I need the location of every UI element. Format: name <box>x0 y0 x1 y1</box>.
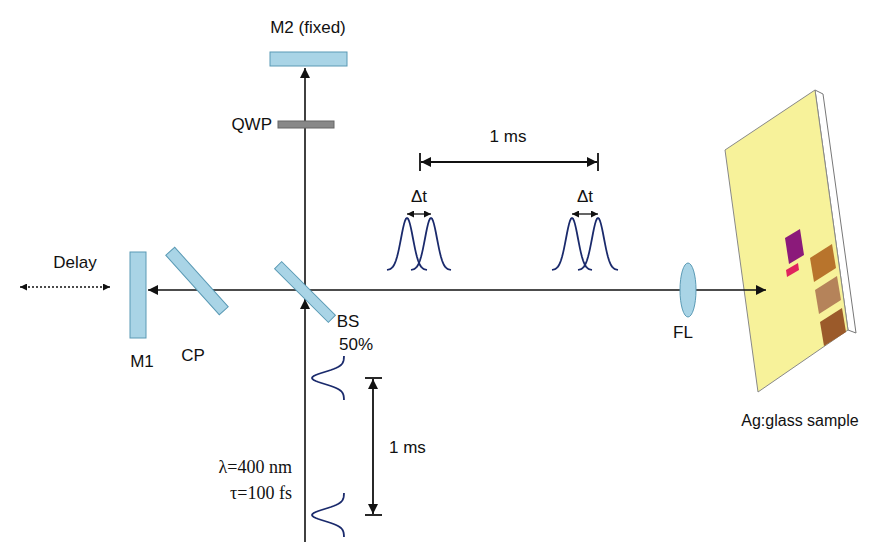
pulse <box>387 218 427 270</box>
part-label: BS <box>337 313 360 332</box>
period-bracket <box>365 378 382 515</box>
beam-splitter <box>275 262 336 323</box>
delay-interval <box>407 213 598 214</box>
focusing-lens <box>680 263 696 317</box>
sample <box>725 90 856 392</box>
part-label: τ=100 fs <box>230 484 292 504</box>
part-label: Δt <box>411 188 427 207</box>
part-label: λ=400 nm <box>219 458 292 478</box>
part-label: CP <box>181 347 205 366</box>
mirror-m1 <box>130 252 146 338</box>
pulse <box>312 356 344 400</box>
part-label: FL <box>673 324 693 343</box>
pulse <box>312 493 344 537</box>
mirror-m2 <box>270 52 347 66</box>
compensator-plate <box>166 247 228 314</box>
pulse-train <box>312 218 618 537</box>
delay-arrow <box>20 286 110 287</box>
part-label: Delay <box>53 254 96 273</box>
part-label: 1 ms <box>389 439 426 458</box>
part-label: 1 ms <box>490 128 527 147</box>
part-label: M2 (fixed) <box>270 19 346 38</box>
part-label: Ag:glass sample <box>741 412 858 430</box>
part-label: 50% <box>339 336 373 355</box>
quarter-wave-plate <box>278 121 334 128</box>
laser-beam <box>148 68 766 542</box>
period-bracket <box>420 153 598 171</box>
part-label: QWP <box>231 116 272 135</box>
pulse <box>578 218 618 270</box>
part-label: M1 <box>130 353 154 372</box>
part-label: Δt <box>577 188 593 207</box>
pulse <box>411 218 451 270</box>
